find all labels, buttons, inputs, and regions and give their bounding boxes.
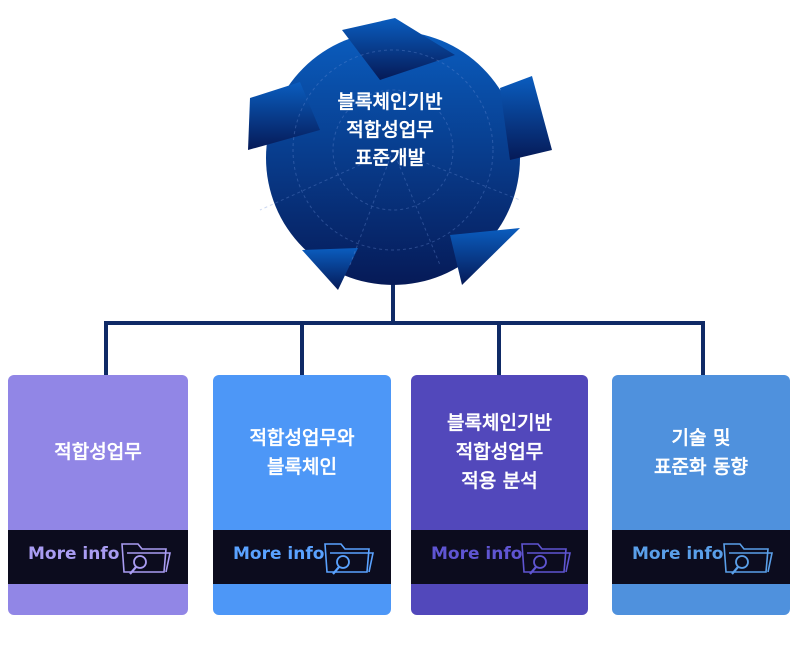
- folder-search-icon: [723, 543, 773, 575]
- folder-search-icon: [521, 543, 571, 575]
- card-blockchain-conformity-analysis[interactable]: 블록체인기반 적합성업무 적용 분석 More info: [411, 375, 588, 615]
- card-title-line: 블록체인: [267, 455, 337, 478]
- hub-title-line: 적합성업무: [346, 119, 434, 141]
- card-title: 기술 및 표준화 동향: [612, 375, 790, 530]
- card-title-line: 기술 및: [671, 426, 731, 449]
- card-conformity-and-blockchain[interactable]: 적합성업무와 블록체인 More info: [213, 375, 391, 615]
- more-info-label: More info: [431, 544, 523, 564]
- card-title: 적합성업무: [8, 375, 188, 530]
- folder-search-icon: [121, 543, 171, 575]
- card-title-line: 적합성업무와: [249, 426, 355, 449]
- card-title-line: 표준화 동향: [653, 455, 748, 478]
- hub-title-line: 표준개발: [355, 147, 425, 169]
- card-title: 적합성업무와 블록체인: [213, 375, 391, 530]
- card-title-line: 적합성업무: [455, 441, 544, 463]
- card-tech-standard-trends[interactable]: 기술 및 표준화 동향 More info: [612, 375, 790, 615]
- card-title: 블록체인기반 적합성업무 적용 분석: [411, 375, 588, 530]
- more-info-button[interactable]: More info: [213, 530, 391, 584]
- more-info-button[interactable]: More info: [411, 530, 588, 584]
- folder-search-icon: [324, 543, 374, 575]
- connector-lines: [104, 235, 705, 376]
- hub-title: 블록체인기반 적합성업무 표준개발: [290, 88, 490, 172]
- hub-title-line: 블록체인기반: [337, 91, 443, 113]
- card-title-line: 적합성업무: [54, 441, 142, 463]
- hub-circle: [248, 18, 552, 290]
- card-title-line: 적용 분석: [461, 470, 538, 492]
- more-info-button[interactable]: More info: [612, 530, 790, 584]
- more-info-label: More info: [233, 544, 325, 564]
- card-title-line: 블록체인기반: [447, 412, 552, 434]
- more-info-label: More info: [632, 544, 724, 564]
- more-info-label: More info: [28, 544, 120, 564]
- hub-inner-rings: [259, 49, 521, 266]
- card-conformity-work[interactable]: 적합성업무 More info: [8, 375, 188, 615]
- more-info-button[interactable]: More info: [8, 530, 188, 584]
